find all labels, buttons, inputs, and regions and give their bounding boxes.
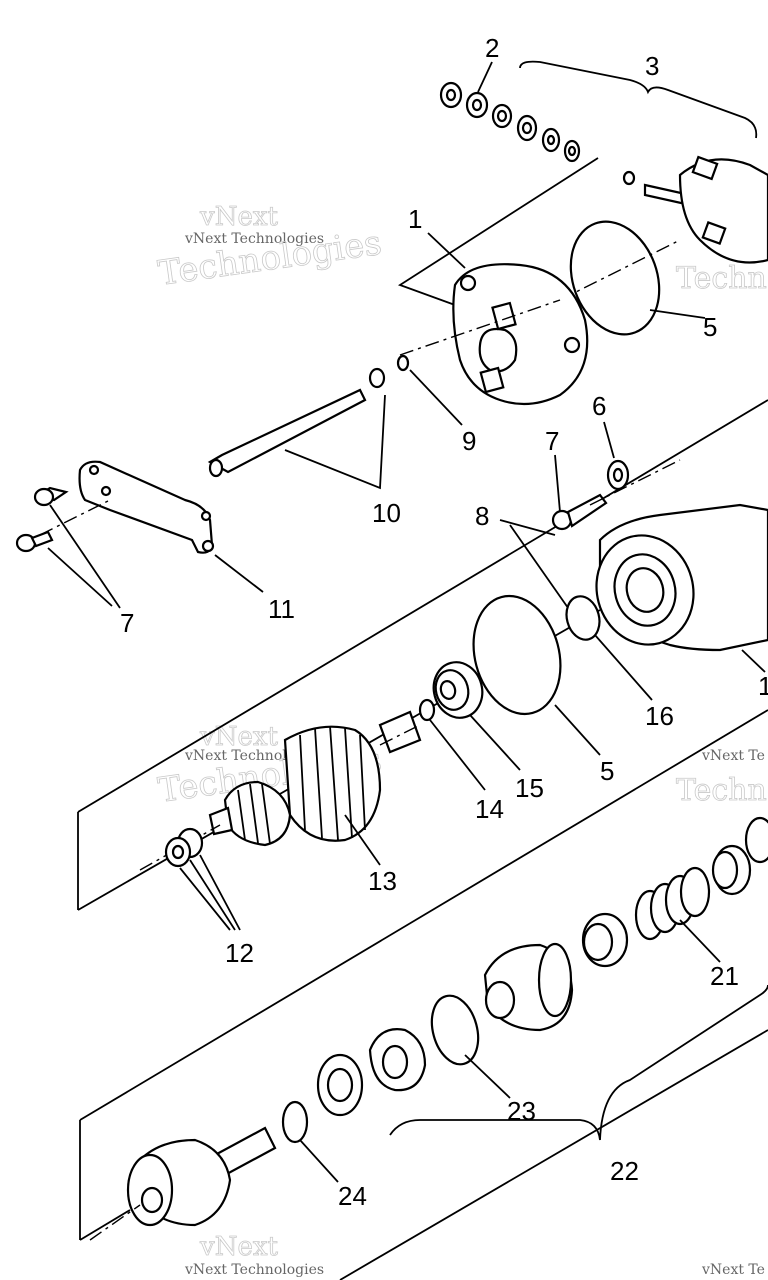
label-13: 13 <box>368 866 397 896</box>
label-5-middle: 5 <box>600 756 614 786</box>
part-10-through-bolt <box>207 367 386 478</box>
leader-16 <box>594 634 653 701</box>
part-12-washers <box>164 827 204 868</box>
label-2: 2 <box>485 33 499 63</box>
leader-13 <box>344 814 381 866</box>
label-5-top: 5 <box>703 312 717 342</box>
label-9: 9 <box>462 426 476 456</box>
watermark-brand-top: vNext <box>199 722 278 752</box>
part-3-brush-holder <box>622 155 768 264</box>
part-21-spring <box>634 866 711 941</box>
label-15: 15 <box>515 773 544 803</box>
leader-group-3-to-1 <box>397 157 599 306</box>
part-11-mounting-bracket <box>78 460 215 554</box>
part-7-bolt-right <box>551 493 608 531</box>
part-24-clip <box>281 1100 309 1144</box>
centerline-pinion <box>89 1204 141 1241</box>
part-23-ring <box>430 994 480 1066</box>
label-22: 22 <box>610 1156 639 1186</box>
boundary-line-lower <box>79 709 768 1121</box>
watermark-edge-small: vNext Te <box>701 1262 765 1278</box>
leader-21 <box>679 919 721 963</box>
label-7-left: 7 <box>120 608 134 638</box>
watermark-small-text: vNext Technologies <box>184 1262 324 1278</box>
centerline-end-cover <box>399 299 561 356</box>
part-2-nut-and-washers <box>439 81 581 163</box>
part-1-end-cover <box>452 263 589 406</box>
part-5-o-ring-top <box>569 220 661 336</box>
part-pinion-shaft <box>126 1126 277 1227</box>
label-housing: 1 <box>758 671 768 701</box>
leader-6 <box>603 421 615 459</box>
label-23: 23 <box>507 1096 536 1126</box>
label-21: 21 <box>710 961 739 991</box>
watermark-edge-big: Technolo <box>676 773 768 808</box>
leader-14 <box>429 719 486 791</box>
label-12: 12 <box>225 938 254 968</box>
watermark-edge-small: vNext Te <box>701 748 765 764</box>
part-clutch-gear <box>483 942 574 1032</box>
label-11: 11 <box>268 594 295 624</box>
label-16: 16 <box>645 701 674 731</box>
watermark-bottom: vNext vNext Technologies <box>184 1232 324 1278</box>
leader-12 <box>179 854 241 931</box>
part-13-armature <box>208 710 422 847</box>
leader-5-top <box>649 309 706 319</box>
label-7-right: 7 <box>545 426 559 456</box>
leader-1 <box>427 232 466 269</box>
watermark-small-text: vNext Technologies <box>184 231 324 247</box>
part-housing <box>595 503 768 652</box>
part-number-labels: 2 3 1 5 6 7 9 8 10 11 7 16 1 5 15 14 13 … <box>120 33 768 1211</box>
part-far-right-ring <box>744 816 768 864</box>
bracket-3 <box>519 60 758 139</box>
boundary-line-bottom-right <box>339 1029 768 1280</box>
centerline-bolt-right <box>589 459 681 506</box>
part-9-washer <box>396 354 410 372</box>
leader-2 <box>477 61 493 93</box>
leader-5-middle <box>554 704 601 756</box>
part-16-o-ring <box>565 595 601 641</box>
part-5-o-ring-middle <box>472 594 562 716</box>
label-3: 3 <box>645 51 659 81</box>
label-14: 14 <box>475 794 504 824</box>
leader-9 <box>409 369 463 426</box>
label-6: 6 <box>592 391 606 421</box>
boundary-line-bottom <box>79 1209 131 1241</box>
boundary-line-upper <box>77 399 768 813</box>
leader-10 <box>284 394 386 490</box>
label-8: 8 <box>475 501 489 531</box>
watermark-right-edge: vNext Te Technolo vNext Te Technolo vNex… <box>676 233 768 1278</box>
leader-7-right <box>554 454 561 513</box>
leader-housing <box>741 649 766 673</box>
part-14-clip <box>418 698 436 722</box>
centerline-top-ring <box>559 239 681 301</box>
leader-7-left <box>47 504 121 609</box>
part-collar <box>581 912 629 968</box>
label-1: 1 <box>408 204 422 234</box>
part-15-bearing <box>432 661 484 719</box>
centerline-armature-right <box>379 724 421 746</box>
centerline-bracket <box>39 499 111 536</box>
watermark-brand-top: vNext <box>199 202 278 232</box>
part-clutch-plates <box>316 1028 427 1117</box>
watermark-brand-top: vNext <box>199 1232 278 1262</box>
part-6-washer <box>606 459 630 491</box>
part-bushing <box>711 844 752 896</box>
label-10: 10 <box>372 498 401 528</box>
leader-15 <box>469 714 521 771</box>
part-7-bolts-left <box>15 486 69 553</box>
leader-23 <box>464 1054 511 1099</box>
watermark-upper-left: vNext vNext Technologies Technologies <box>155 202 384 295</box>
label-24: 24 <box>338 1181 367 1211</box>
leader-24 <box>299 1139 339 1183</box>
leader-11 <box>214 554 264 593</box>
watermark-edge-big: Technolo <box>676 261 768 296</box>
bracket-22 <box>389 984 768 1141</box>
